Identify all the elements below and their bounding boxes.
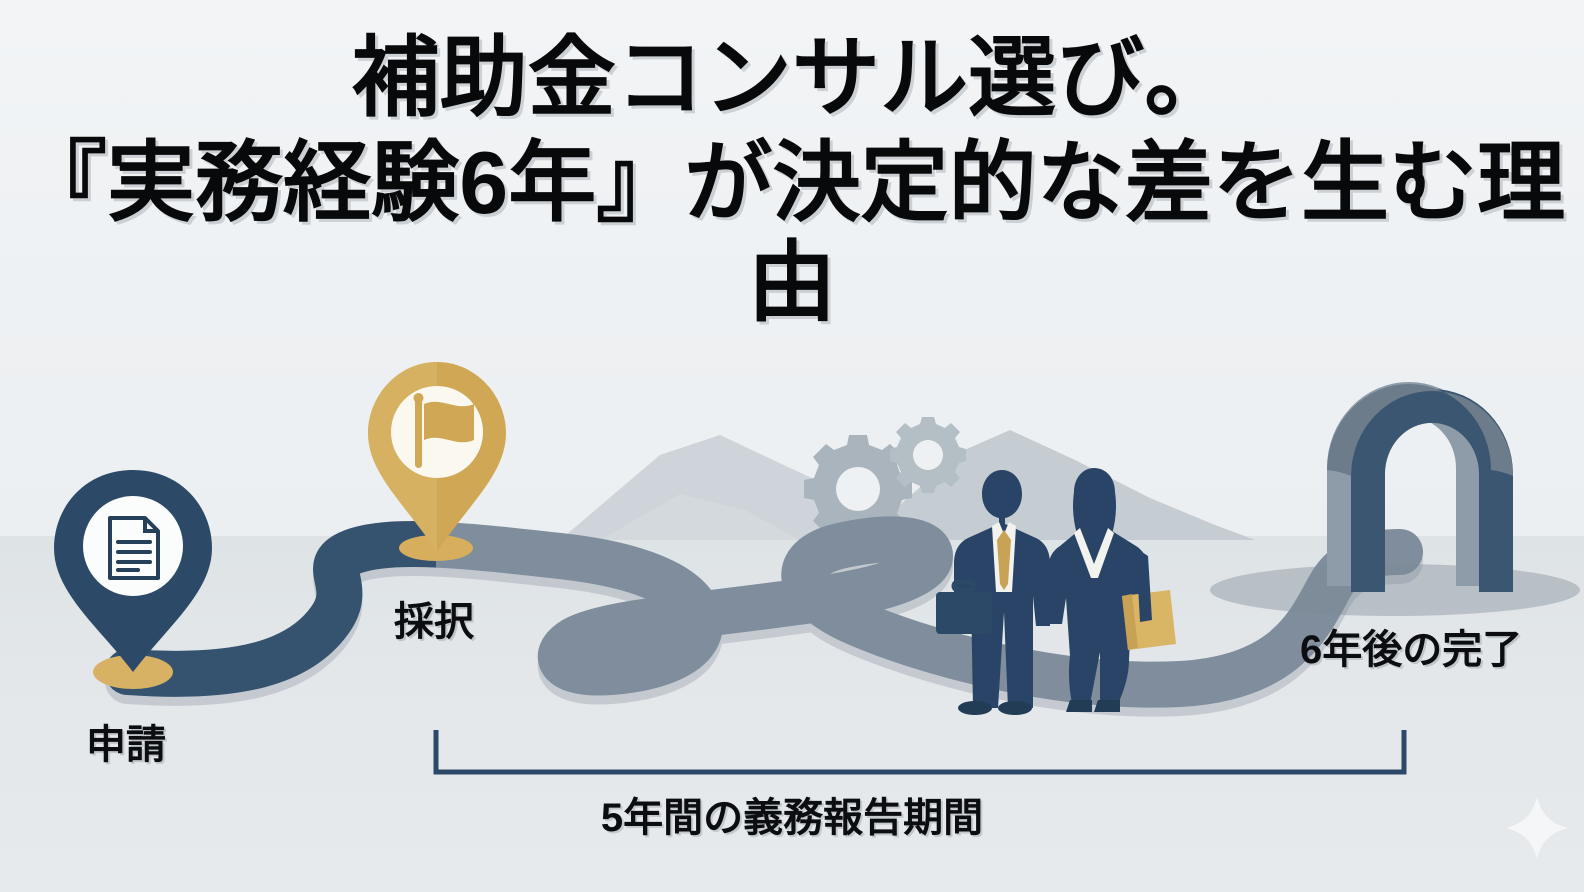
businessman-briefcase-handle [951, 579, 977, 593]
flag-pole-top [413, 393, 424, 403]
stage-label-adopt: 採択 [394, 600, 474, 644]
archway-inner-face [1351, 388, 1513, 592]
businessman-tie [997, 530, 1011, 590]
document-fold [143, 518, 158, 533]
stage-label-apply: 申請 [86, 723, 166, 767]
archway-top-rim [1327, 384, 1513, 476]
road-segment-early [105, 521, 436, 697]
businesswoman-right-arm [1136, 548, 1152, 622]
businesswoman-heel-right [1094, 700, 1120, 712]
sparkle-shape [1506, 797, 1568, 859]
document-lines [116, 540, 152, 572]
flag-pole [415, 398, 422, 468]
sky-background [0, 0, 1584, 536]
headline-line-2: 『実務経験6年』が決定的な差を生む理由 [18, 133, 1566, 332]
businesswoman-blouse [1074, 528, 1114, 578]
reporting-period-caption: 5年間の義務報告期間 [600, 796, 984, 840]
bracket-shape [433, 730, 1407, 775]
gear-large-icon [804, 435, 912, 543]
businesswoman-silhouette [1048, 468, 1176, 712]
headline-line-1: 補助金コンサル選び。 [351, 28, 1233, 127]
gear-small-icon [890, 417, 966, 493]
businesswoman-body [1048, 514, 1148, 704]
businesswoman-folder-edge [1122, 594, 1138, 650]
document-pin-icon [54, 470, 212, 672]
flag-pin-icon [368, 362, 506, 552]
mountain-foothill-shape [600, 494, 800, 540]
page-title: 補助金コンサル選び。 『実務経験6年』が決定的な差を生む理由 [0, 28, 1584, 332]
businessman-shoe-right [998, 701, 1032, 715]
businesswoman-hair [1073, 468, 1116, 534]
flag-banner [424, 401, 474, 443]
businesswoman-heel-left [1066, 700, 1092, 712]
businessman-shoe-left [958, 701, 992, 715]
stage-label-finish: 6年後の完了 [1300, 628, 1523, 672]
businessman-briefcase [936, 592, 992, 634]
businessman-silhouette [936, 470, 1050, 715]
